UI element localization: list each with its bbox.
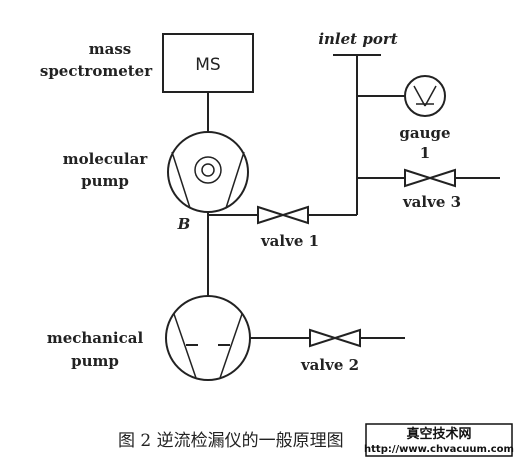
mass-label-line2: spectrometer (40, 62, 153, 80)
valve-2 (309, 328, 361, 348)
svg-text:真空技术网: 真空技术网 (406, 426, 471, 442)
valve-1 (257, 205, 309, 225)
molecular-label-line1: molecular (63, 150, 149, 168)
mechanical-label-line2: pump (71, 352, 119, 370)
inlet-port-label: inlet port (318, 30, 397, 48)
mechanical-pump (165, 295, 251, 381)
valve-1-label: valve 1 (260, 232, 319, 250)
watermark-stamp: 真空技术网 http://www.chvacuum.com (364, 423, 514, 457)
molecular-pump (167, 131, 249, 213)
mechanical-label-line1: mechanical (47, 329, 144, 347)
valve-3-label: valve 3 (402, 193, 461, 211)
point-b-label: B (177, 215, 191, 233)
gauge-label-line2: 1 (420, 144, 430, 162)
svg-text:http://www.chvacuum.com: http://www.chvacuum.com (364, 444, 514, 455)
figure-caption: 图 2 逆流检漏仪的一般原理图 (118, 431, 344, 451)
ms-label: MS (195, 55, 220, 75)
gauge-label-line1: gauge (399, 124, 450, 142)
valve-2-label: valve 2 (300, 356, 359, 374)
gauge-1 (404, 75, 446, 117)
molecular-label-line2: pump (81, 172, 129, 190)
valve-3 (404, 168, 456, 188)
mass-label-line1: mass (89, 40, 131, 58)
